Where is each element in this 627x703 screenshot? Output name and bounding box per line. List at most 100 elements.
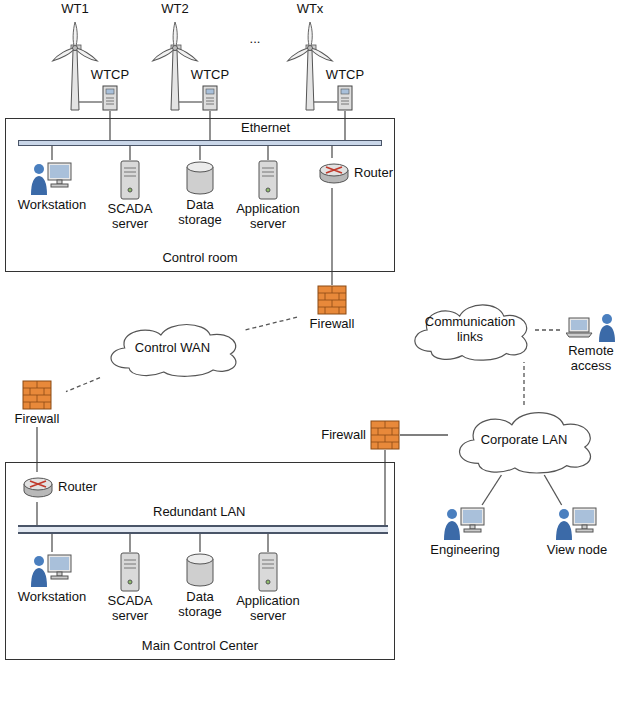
router-icon: [318, 158, 350, 188]
network-link: [544, 475, 561, 505]
brick-line: [325, 307, 326, 314]
brick-line: [318, 307, 346, 308]
monitor-stand: [57, 180, 62, 184]
firewall-wall: [371, 421, 399, 449]
network-link: [400, 434, 448, 435]
firewall-icon: [22, 380, 52, 410]
cabinet-vent: [106, 100, 114, 101]
brick-line: [44, 402, 45, 409]
wind-turbine: [286, 22, 333, 110]
dashed-link: [66, 378, 100, 392]
brick-line: [371, 428, 399, 429]
brick-line: [339, 293, 340, 300]
cloud-outline: [111, 325, 236, 377]
cloud-label: Corporate LAN: [481, 433, 568, 448]
server-slot: [262, 560, 274, 561]
server-icon: [255, 552, 281, 592]
network-link: [267, 146, 268, 160]
firewall-wall: [23, 381, 51, 409]
dashed-link: [535, 329, 560, 330]
turbine-cable: [314, 101, 337, 102]
server-slot: [124, 564, 136, 565]
network-label: Ethernet: [241, 121, 290, 136]
keyboard: [51, 576, 68, 579]
brick-line: [385, 421, 386, 428]
turbine-cable: [79, 101, 102, 102]
server: SCADA server: [100, 160, 160, 232]
cabinet-case: [203, 86, 217, 110]
cabinet-vent: [106, 103, 114, 104]
device-label: Engineering: [430, 543, 499, 558]
redundant-bus: Redundant LAN: [18, 525, 388, 534]
server: Application server: [230, 160, 306, 232]
device-label: Router: [58, 480, 97, 495]
server-led: [266, 580, 270, 584]
server-icon: [117, 552, 143, 592]
network-cloud: Communication links: [405, 298, 535, 362]
server-slot: [262, 172, 274, 173]
brick-line: [318, 293, 346, 294]
server-slot: [124, 176, 136, 177]
cabinet-icon: [202, 85, 218, 111]
person-body: [599, 325, 615, 342]
control-panel: WTCP: [90, 68, 130, 111]
brick-line: [392, 442, 393, 449]
network-cloud: Corporate LAN: [448, 405, 600, 475]
dashed-link: [523, 362, 524, 405]
laptop-display: [571, 320, 587, 330]
router-top: [24, 478, 52, 490]
brick-line: [332, 286, 333, 293]
brick-line: [378, 428, 379, 435]
network-link: [51, 146, 52, 160]
router: Router: [318, 158, 397, 188]
monitor-screen: [50, 165, 69, 178]
keyboard: [464, 529, 481, 532]
remote-icon: [566, 312, 616, 342]
brick-line: [23, 402, 51, 403]
device-label: Router: [354, 166, 393, 181]
brick-line: [37, 381, 38, 388]
group-title: Main Control Center: [142, 639, 258, 654]
server-case: [259, 553, 277, 591]
cabinet-vent: [341, 103, 349, 104]
network-label: Redundant LAN: [153, 505, 246, 520]
cabinet-display: [206, 89, 214, 94]
ws-icon: [555, 505, 599, 541]
device-label: Workstation: [18, 590, 86, 605]
server-slot: [262, 168, 274, 169]
ws-icon: [30, 552, 74, 588]
server-slot: [124, 568, 136, 569]
monitor-screen: [575, 510, 594, 523]
brick-line: [385, 435, 386, 442]
monitor-stand: [470, 525, 475, 529]
server-slot: [124, 172, 136, 173]
monitor-stand: [57, 572, 62, 576]
firewall-icon: [370, 420, 400, 450]
device-label: WTCP: [326, 68, 364, 83]
cloud-label: Control WAN: [135, 341, 210, 356]
wind-turbine: [151, 22, 198, 110]
brick-line: [392, 428, 393, 435]
monitor-stand: [582, 525, 587, 529]
monitor: [573, 508, 596, 525]
person-body: [556, 521, 572, 540]
firewall-icon: [317, 285, 347, 315]
monitor: [48, 163, 71, 180]
workstation: Workstation: [12, 160, 92, 213]
brick-line: [332, 300, 333, 307]
brick-line: [30, 402, 31, 409]
router: Router: [22, 472, 102, 502]
server-case: [121, 161, 139, 199]
cabinet-vent: [106, 97, 114, 98]
server-icon: [117, 160, 143, 200]
brick-line: [339, 307, 340, 314]
monitor-screen: [463, 510, 482, 523]
network-link: [36, 502, 37, 525]
device-label: Firewall: [321, 428, 366, 443]
person-head: [447, 509, 457, 519]
device-label: Application server: [230, 202, 306, 232]
device-label: Remote access: [560, 344, 622, 374]
person-body: [31, 568, 47, 587]
laptop-base: [566, 333, 592, 337]
laptop-screen: [569, 318, 589, 332]
